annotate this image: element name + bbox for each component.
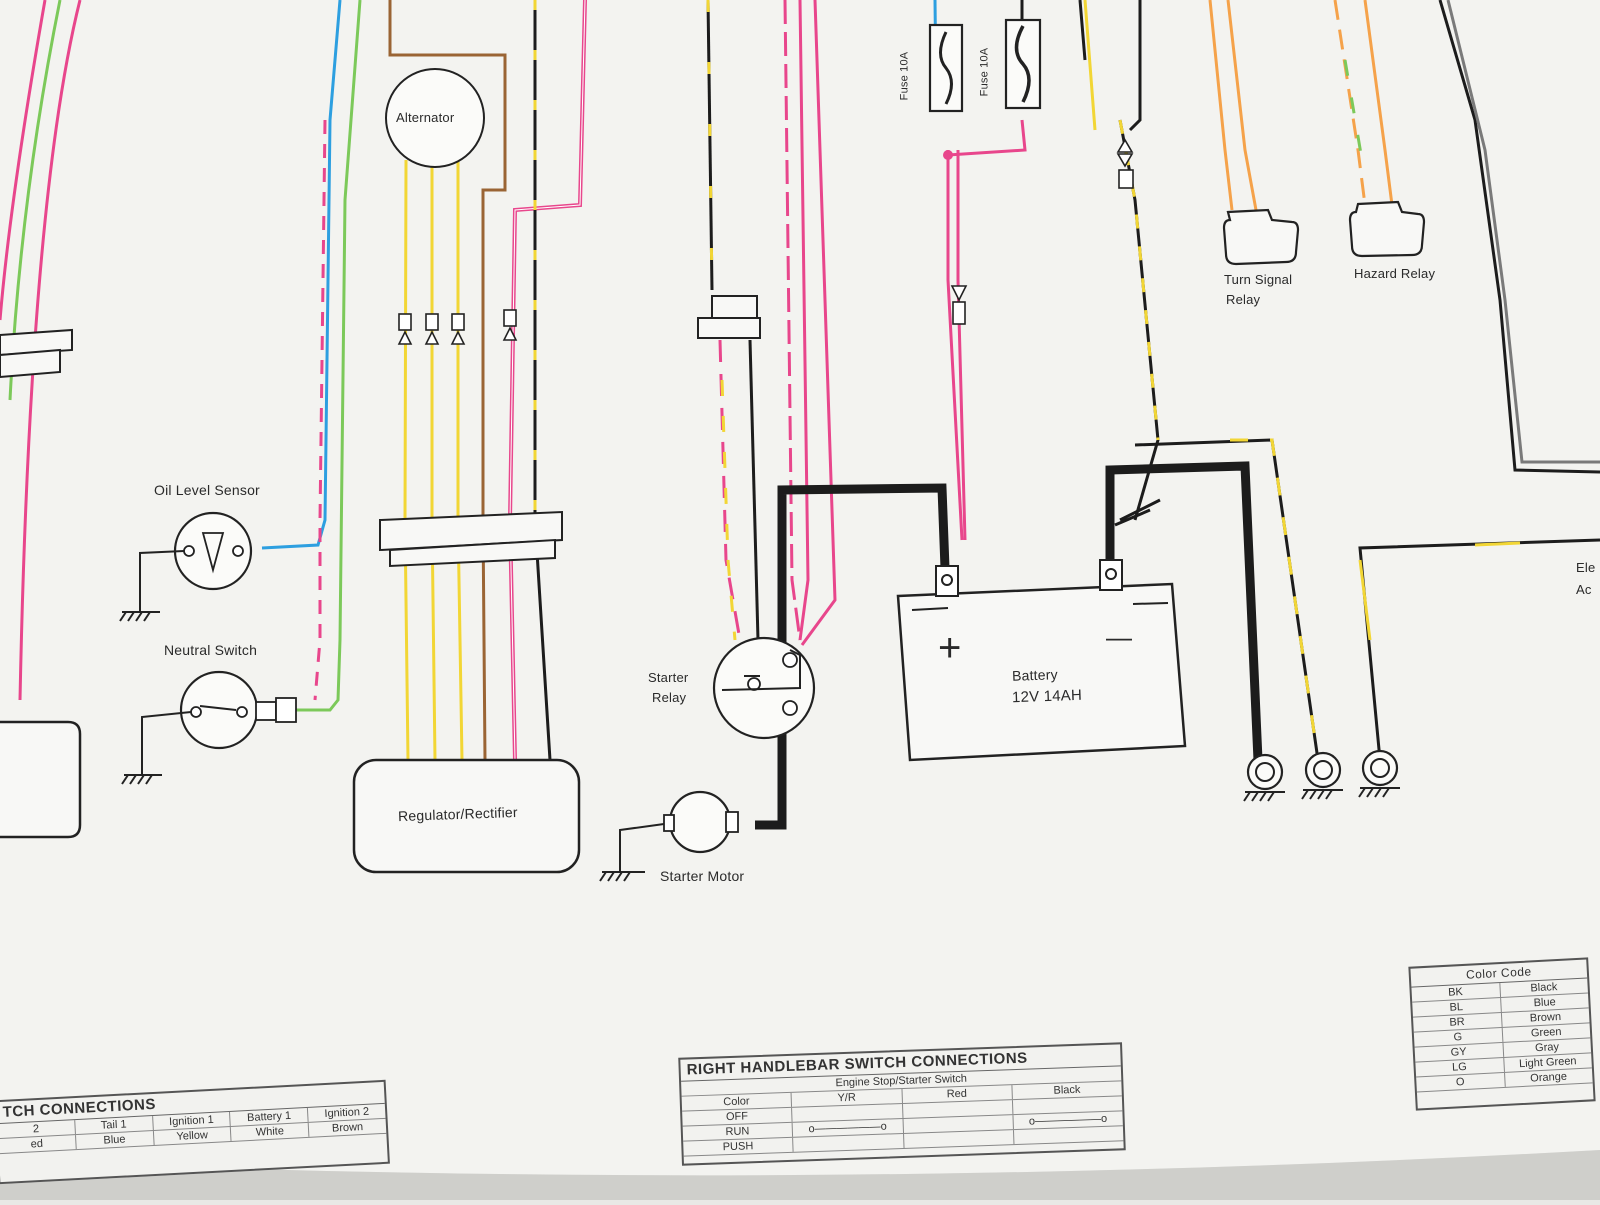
edge-label-1: Ele	[1576, 560, 1596, 575]
connector-pink-line	[950, 285, 968, 325]
wire-black-far-right	[1438, 0, 1600, 474]
right-table-row-label: PUSH	[683, 1137, 794, 1156]
battery-spec-label: 12V 14AH	[1011, 686, 1083, 707]
fuse-1-label: Fuse 10A	[898, 51, 911, 101]
wire-green-hazard	[1343, 59, 1364, 161]
wire-pink-relay-2	[798, 0, 810, 641]
left-table-color: Blue	[75, 1131, 155, 1150]
wire-starter-motor-feed	[755, 730, 787, 830]
fuse-2-label: Fuse 10A	[978, 47, 991, 97]
wire-gray-far-right	[1446, 0, 1600, 464]
wire-yellow-dashed-relay	[720, 379, 737, 641]
fuse-2-symbol	[1004, 18, 1042, 110]
starter-relay-connector	[697, 295, 761, 339]
wire-orange-4	[1363, 0, 1394, 206]
connector-right-black	[1116, 138, 1134, 189]
left-module-partial	[0, 720, 82, 839]
wire-pink-relay-3	[800, 0, 837, 646]
wire-pink-dashed-relay	[718, 339, 742, 641]
regulator-connector-block	[379, 510, 563, 568]
wire-orange-3	[1333, 0, 1367, 206]
wire-battery-neg-small	[1114, 498, 1161, 527]
oil-level-sensor-symbol	[119, 511, 253, 622]
hazard-relay-symbol	[1348, 200, 1426, 258]
starter-relay-label-line1: Starter	[648, 670, 689, 685]
right-handlebar-switch-table: RIGHT HANDLEBAR SWITCH CONNECTIONS Engin…	[678, 1042, 1126, 1166]
wire-black-relay	[748, 339, 760, 641]
wire-blue-oil-sensor	[261, 0, 342, 550]
wire-pink-fuse-1	[946, 150, 964, 541]
wire-pink-white-tracer	[509, 0, 586, 761]
turn-signal-relay-symbol	[1222, 208, 1300, 266]
wire-battery-positive	[777, 483, 950, 730]
wire-yellow-far-right-tracer	[1358, 541, 1521, 641]
connector-row-regulator	[397, 309, 518, 345]
battery-label: Battery	[1011, 666, 1059, 684]
battery-plus-sign: +	[938, 626, 962, 670]
wire-pink-fuse-2	[956, 150, 967, 541]
neutral-switch-label: Neutral Switch	[164, 642, 258, 658]
left-table-color: Brown	[331, 1121, 364, 1135]
wire-pink-dashed-left	[313, 119, 327, 701]
alternator-symbol	[385, 68, 485, 168]
fuse-1-symbol	[928, 23, 964, 113]
turn-signal-relay-label-line1: Turn Signal	[1224, 272, 1293, 287]
wire-black-yellow-starter	[706, 0, 714, 291]
battery-symbol	[896, 559, 1187, 762]
starter-motor-symbol	[599, 790, 739, 882]
starter-relay-symbol	[712, 636, 816, 740]
ground-terminal-1	[1243, 753, 1285, 802]
wire-black-yellow-far-right	[1358, 538, 1600, 761]
edge-label-2: Ac	[1576, 582, 1592, 597]
alternator-label: Alternator	[396, 110, 455, 125]
wire-pink-left-curve	[0, 0, 47, 321]
neutral-switch-symbol	[121, 670, 297, 785]
wire-pink-relay-1	[783, 0, 802, 641]
ground-terminal-3	[1358, 749, 1400, 798]
wire-pink-left-long	[18, 0, 82, 701]
left-connector-partial	[0, 328, 73, 379]
wire-green-neutral-switch	[296, 0, 362, 712]
wire-orange-1	[1208, 0, 1234, 211]
wire-junction	[943, 150, 953, 160]
wire-black-top-right	[1078, 0, 1087, 61]
left-table-color: Yellow	[153, 1126, 232, 1145]
starter-motor-label: Starter Motor	[660, 868, 745, 884]
regulator-rectifier-box	[352, 758, 581, 874]
hazard-relay-label: Hazard Relay	[1354, 266, 1436, 281]
page-curl-shadow	[0, 1150, 1600, 1200]
oil-level-sensor-label: Oil Level Sensor	[154, 482, 260, 498]
left-table-color: White	[231, 1122, 310, 1141]
wire-orange-2	[1226, 0, 1258, 211]
left-table-color: ed	[0, 1135, 77, 1154]
wire-black-right-1	[1128, 0, 1142, 132]
wire-yellow-top-right	[1083, 0, 1097, 131]
wire-battery-negative	[1105, 461, 1263, 761]
turn-signal-relay-label-line2: Relay	[1226, 292, 1261, 307]
paper-sheet	[0, 0, 1600, 1175]
battery-minus-sign: —	[1106, 622, 1133, 652]
ground-terminal-2	[1301, 751, 1343, 800]
wire-pink-fuse-cross	[947, 119, 1027, 157]
wire-ground-2-tracer	[1230, 438, 1320, 761]
starter-relay-label-line2: Relay	[652, 690, 687, 705]
